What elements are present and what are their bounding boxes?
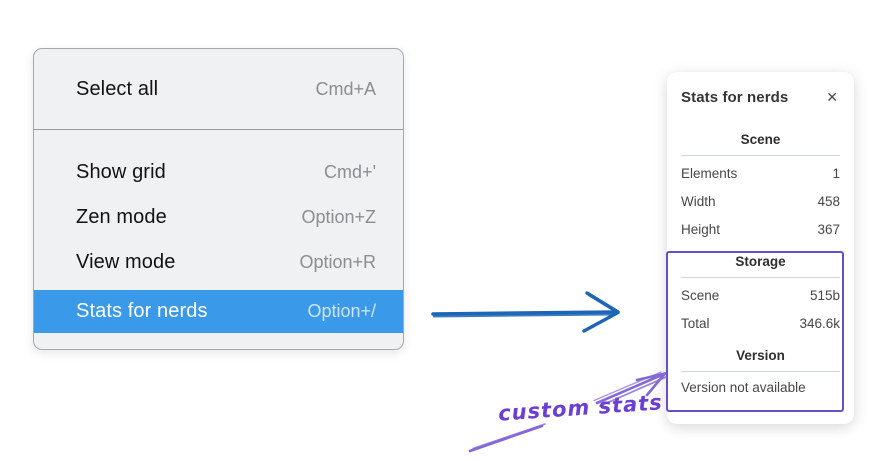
- context-menu: Select all Cmd+A Show grid Cmd+' Zen mod…: [33, 48, 404, 350]
- menu-item-shortcut: Cmd+': [324, 162, 376, 182]
- stat-row-height: Height 367: [681, 216, 840, 244]
- section-divider: [681, 277, 840, 278]
- section-divider: [681, 155, 840, 156]
- stats-panel-titlebar: Stats for nerds ✕: [681, 86, 840, 108]
- stat-value: 367: [817, 222, 840, 237]
- menu-item-view-mode[interactable]: View mode Option+R: [34, 240, 403, 285]
- menu-item-show-grid[interactable]: Show grid Cmd+': [34, 150, 403, 195]
- stat-label: Total: [681, 316, 710, 331]
- menu-item-label: Zen mode: [76, 206, 167, 228]
- flow-arrow-icon: [431, 291, 620, 333]
- menu-item-select-all[interactable]: Select all Cmd+A: [34, 49, 403, 129]
- version-note: Version not available: [681, 380, 806, 395]
- menu-item-shortcut: Option+Z: [301, 207, 376, 227]
- section-header-scene: Scene: [740, 132, 781, 147]
- stat-row-width: Width 458: [681, 188, 840, 216]
- menu-item-label: Select all: [76, 77, 159, 100]
- stat-value: 458: [817, 194, 840, 209]
- menu-item-shortcut: Option+R: [299, 252, 376, 272]
- section-header-storage: Storage: [735, 254, 786, 269]
- menu-item-shortcut: Cmd+A: [315, 78, 376, 99]
- stat-value: 346.6k: [799, 316, 840, 331]
- section-header-version: Version: [736, 348, 785, 363]
- menu-separator: [34, 129, 403, 130]
- stat-label: Elements: [681, 166, 738, 181]
- section-divider: [681, 371, 840, 372]
- stat-row-elements: Elements 1: [681, 160, 840, 188]
- annotation-arrow-icon: [468, 371, 667, 453]
- stat-label: Scene: [681, 288, 720, 303]
- stat-label: Width: [681, 194, 716, 209]
- stat-value: 515b: [809, 288, 840, 303]
- close-icon[interactable]: ✕: [826, 89, 838, 105]
- menu-item-shortcut: Option+/: [307, 301, 376, 321]
- menu-item-label: View mode: [76, 251, 176, 273]
- stat-label: Height: [681, 222, 721, 237]
- menu-item-label: Show grid: [76, 161, 166, 183]
- menu-group: Show grid Cmd+' Zen mode Option+Z View m…: [34, 130, 403, 333]
- menu-item-zen-mode[interactable]: Zen mode Option+Z: [34, 195, 403, 240]
- menu-item-stats-for-nerds[interactable]: Stats for nerds Option+/: [34, 290, 403, 333]
- stat-value: 1: [832, 166, 840, 181]
- menu-item-label: Stats for nerds: [76, 300, 208, 322]
- stat-row-scene-storage: Scene 515b: [681, 282, 840, 310]
- stats-panel-title: Stats for nerds: [681, 88, 789, 106]
- stat-row-total-storage: Total 346.6k: [681, 310, 840, 338]
- stats-panel: Stats for nerds ✕ Scene Elements 1 Width…: [667, 72, 854, 424]
